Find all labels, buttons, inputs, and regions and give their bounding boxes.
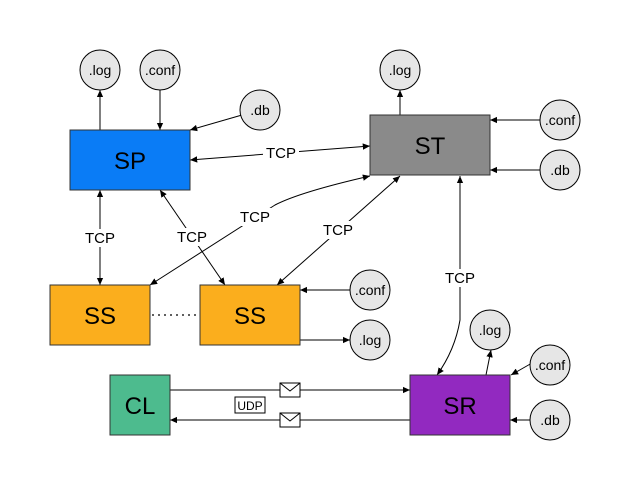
svg-text:.conf: .conf [545,112,575,128]
edge-label-st-sr: TCP [445,270,475,287]
edge-db-sp [189,114,243,132]
udp-label-box [234,396,266,414]
file-ss-conf: .conf [349,269,391,311]
node-cl: CL [109,374,171,436]
edge-label-cl-sr: UDP [237,399,262,413]
edge-conf-sr [510,362,533,376]
file-ss-log: .log [349,319,391,361]
node-sr: SR [409,374,511,436]
node-sp-label: SP [114,148,146,175]
svg-text:.log: .log [359,332,382,348]
svg-text:.conf: .conf [355,282,385,298]
node-sp: SP [69,129,191,191]
envelope-icon [279,382,301,398]
edge-sr-log [485,349,493,376]
node-ss-left-label: SS [84,303,116,330]
svg-text:.db: .db [540,412,560,428]
node-st: ST [369,114,491,176]
svg-text:.log: .log [389,62,412,78]
file-sp-log: .log [79,49,121,91]
node-st-label: ST [415,133,446,160]
node-ss-right: SS [199,284,301,346]
svg-text:.log: .log [89,62,112,78]
svg-text:.conf: .conf [145,62,175,78]
file-sr-conf: .conf [529,344,571,386]
node-sr-label: SR [443,393,476,420]
file-sp-db: .db [239,89,281,131]
node-ss-right-label: SS [234,303,266,330]
svg-text:.conf: .conf [535,357,565,373]
file-st-db: .db [539,149,581,191]
file-st-log: .log [379,49,421,91]
edge-label-sp-ss-right: TCP [177,229,207,246]
file-sp-conf: .conf [139,49,181,91]
file-sr-log: .log [469,309,511,351]
edge-label-sp-st: TCP [266,145,296,162]
file-sr-db: .db [529,399,571,441]
edge-label-st-ss-left: TCP [240,209,270,226]
svg-text:.db: .db [250,102,270,118]
edge-label-st-ss-right: TCP [323,222,353,239]
svg-text:.log: .log [479,322,502,338]
node-ss-left: SS [49,284,151,346]
edge-label-sp-ss-left: TCP [85,230,115,247]
node-cl-label: CL [125,393,156,420]
file-st-conf: .conf [539,99,581,141]
svg-text:.db: .db [550,162,570,178]
edge-st-sr [436,176,464,376]
envelope-icon [279,412,301,428]
